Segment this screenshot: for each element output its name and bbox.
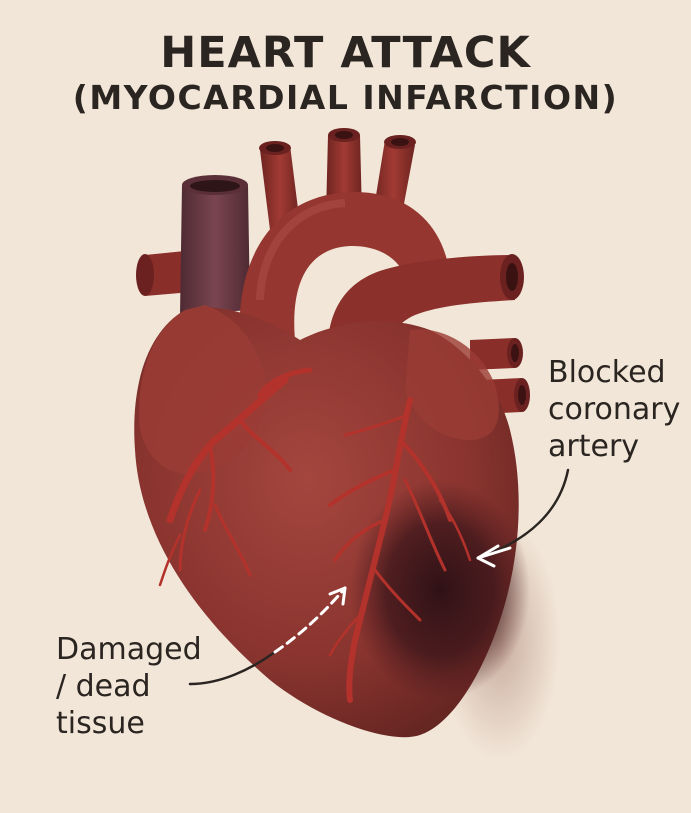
damaged-tissue-arrow [188,586,347,686]
damaged-tissue-region [350,480,530,700]
blocked-artery-label-line: artery [548,429,640,464]
damaged-tissue-label-line: / dead [56,669,151,704]
blocked-artery-label-line: coronary [548,392,681,427]
blocked-artery-label: Blocked coronary artery [548,354,680,465]
left-atrium [405,329,499,440]
coronary-arteries [158,367,472,703]
aorta [239,128,451,340]
diagram-subtitle: (MYOCARDIAL INFARCTION) [72,78,619,117]
superior-vena-cava [180,175,250,315]
damaged-tissue-label-line: tissue [56,706,145,741]
diagram-title: HEART ATTACK [160,28,531,78]
damaged-tissue-label-line: Damaged [56,632,202,667]
blocked-artery-arrow [476,468,570,568]
blocked-artery-label-line: Blocked [548,355,666,390]
right-atrium [139,305,266,474]
damaged-tissue-label: Damaged / dead tissue [56,631,202,742]
